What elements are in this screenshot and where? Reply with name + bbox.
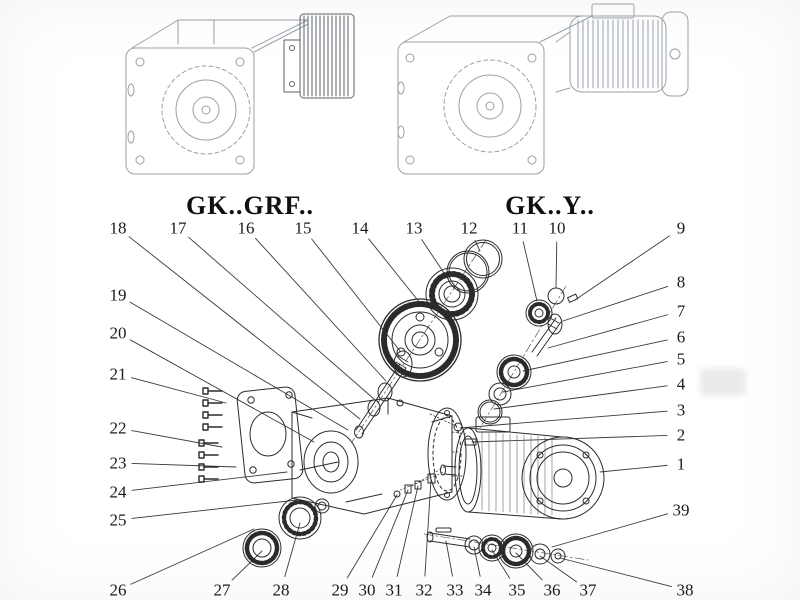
leader-line-18 xyxy=(128,236,361,420)
leader-line-22 xyxy=(131,430,223,448)
part-callout-25: 25 xyxy=(109,510,127,530)
part-callout-11: 11 xyxy=(511,218,529,238)
leader-line-14 xyxy=(368,238,421,304)
main-gear-and-bearing xyxy=(378,239,503,382)
part-callout-4: 4 xyxy=(676,374,686,394)
part-callout-5: 5 xyxy=(676,349,686,369)
leader-line-6 xyxy=(522,339,668,372)
leader-line-16 xyxy=(255,237,387,382)
part-callout-14: 14 xyxy=(351,218,369,238)
output-shaft-assembly xyxy=(426,527,566,569)
gear-train-axis-line xyxy=(351,239,487,443)
small-fasteners xyxy=(393,422,477,498)
part-callout-30: 30 xyxy=(358,580,376,600)
leader-line-37 xyxy=(539,555,578,583)
part-callout-28: 28 xyxy=(272,580,290,600)
leader-line-17 xyxy=(188,236,375,400)
part-callout-13: 13 xyxy=(405,218,423,238)
part-callout-1: 1 xyxy=(676,454,686,474)
part-callout-19: 19 xyxy=(109,285,127,305)
part-callout-35: 35 xyxy=(508,580,526,600)
leader-line-7 xyxy=(547,314,668,349)
part-callout-22: 22 xyxy=(109,418,127,438)
leader-line-11 xyxy=(522,241,538,302)
leader-line-38 xyxy=(559,557,672,587)
part-callout-2: 2 xyxy=(676,425,686,445)
motor-drawing xyxy=(555,3,689,97)
part-callout-21: 21 xyxy=(109,364,127,384)
cover-ring-and-bearing xyxy=(242,496,330,568)
leader-line-8 xyxy=(562,285,669,322)
leader-line-23 xyxy=(131,463,237,468)
leader-line-33 xyxy=(445,540,453,577)
electric-motor xyxy=(440,416,605,520)
part-callout-32: 32 xyxy=(415,580,433,600)
part-callout-36: 36 xyxy=(543,580,561,600)
assembled-unit-gk-y-drawing xyxy=(397,3,689,175)
model-label-gk-grf: GK..GRF.. xyxy=(186,191,314,220)
leader-line-25 xyxy=(131,499,298,519)
leader-line-12 xyxy=(474,240,481,252)
part-callout-37: 37 xyxy=(579,580,597,600)
leader-line-21 xyxy=(131,377,227,404)
leader-line-13 xyxy=(421,239,449,280)
part-callout-23: 23 xyxy=(109,453,127,473)
part-callout-29: 29 xyxy=(331,580,349,600)
part-callout-17: 17 xyxy=(169,218,187,238)
mounting-flange-plate xyxy=(236,386,304,484)
leader-line-1 xyxy=(599,464,668,473)
part-callout-20: 20 xyxy=(109,323,127,343)
part-callout-15: 15 xyxy=(294,218,312,238)
leader-line-24 xyxy=(131,471,288,491)
part-callout-3: 3 xyxy=(676,400,686,420)
part-callout-12: 12 xyxy=(460,218,478,238)
leader-line-31 xyxy=(396,485,419,577)
part-callout-39: 39 xyxy=(672,500,690,520)
leader-line-36 xyxy=(515,552,543,581)
model-label-gk-y: GK..Y.. xyxy=(505,191,595,220)
leader-line-3 xyxy=(459,410,668,429)
leader-line-2 xyxy=(471,435,668,443)
leader-line-26 xyxy=(130,528,255,585)
flange-bolts xyxy=(198,387,223,483)
leader-line-10 xyxy=(555,241,558,288)
leader-line-29 xyxy=(346,494,398,579)
leader-line-9 xyxy=(574,235,670,301)
leader-line-39 xyxy=(551,513,668,548)
part-callout-8: 8 xyxy=(676,272,686,292)
part-callout-18: 18 xyxy=(109,218,127,238)
leader-line-19 xyxy=(129,301,349,431)
leader-lines-layer xyxy=(128,235,672,587)
gear-housing xyxy=(291,397,467,515)
part-callout-33: 33 xyxy=(446,580,464,600)
leader-line-32 xyxy=(424,479,432,577)
part-callout-31: 31 xyxy=(385,580,403,600)
leader-line-34 xyxy=(473,546,481,577)
part-callout-27: 27 xyxy=(213,580,231,600)
part-callout-10: 10 xyxy=(548,218,566,238)
assembled-unit-gk-grf-drawing xyxy=(125,13,355,175)
exploded-view xyxy=(198,239,605,569)
leader-line-30 xyxy=(371,489,409,578)
part-callout-16: 16 xyxy=(237,218,255,238)
leader-line-5 xyxy=(502,361,668,393)
scan-smudge xyxy=(700,368,746,396)
part-callout-9: 9 xyxy=(676,218,686,238)
part-callout-34: 34 xyxy=(474,580,492,600)
input-fin-adapter xyxy=(283,13,355,99)
part-callout-24: 24 xyxy=(109,482,127,502)
input-pinion-shaft xyxy=(354,350,413,439)
input-shaft-assembly xyxy=(477,287,579,425)
part-callout-6: 6 xyxy=(676,327,686,347)
part-callout-26: 26 xyxy=(109,580,127,600)
part-callout-38: 38 xyxy=(676,580,694,600)
input-axis-line xyxy=(479,285,567,429)
leader-line-4 xyxy=(493,385,668,410)
part-callout-7: 7 xyxy=(676,301,686,321)
